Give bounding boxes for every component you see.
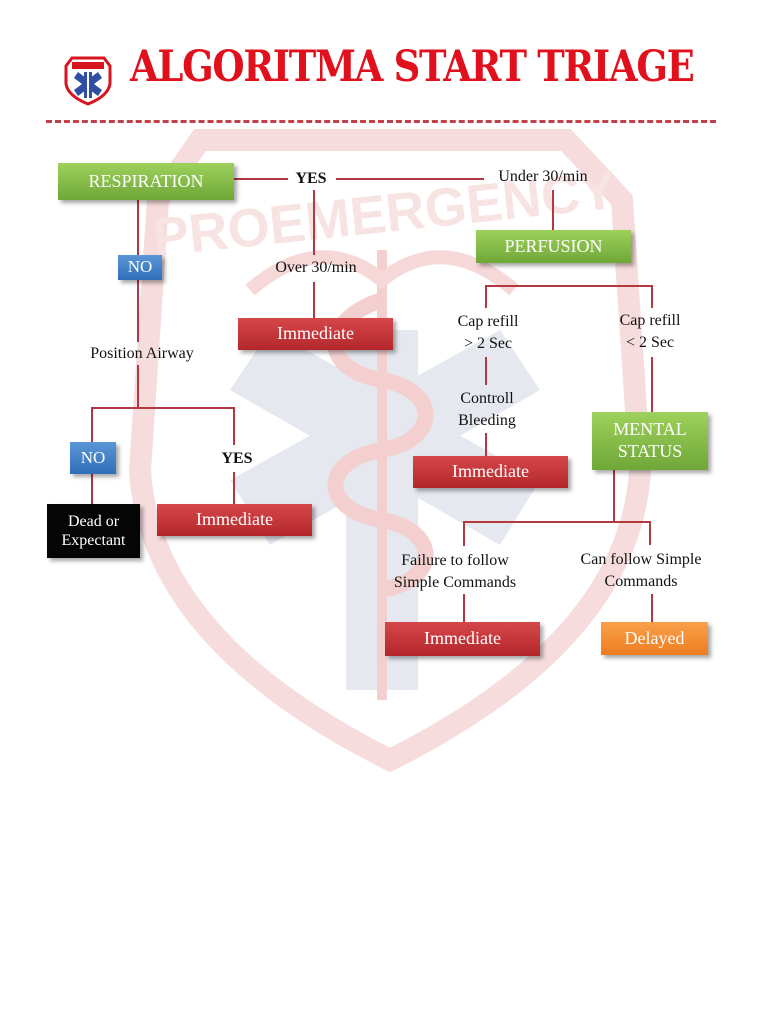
- page-title: ALGORITMA START TRIAGE: [130, 42, 695, 92]
- failure-to-follow-text: Failure to follow Simple Commands: [393, 552, 517, 591]
- perfusion-box: PERFUSION: [476, 230, 631, 263]
- respiration-box: RESPIRATION: [58, 163, 234, 200]
- yes-label-respiration: YES: [295, 170, 327, 187]
- pro-emergency-logo-icon: [64, 56, 112, 106]
- title-divider: [46, 120, 716, 123]
- no-label: NO: [127, 257, 153, 277]
- controll-bleeding-label: Controll Bleeding: [458, 388, 516, 432]
- immediate-box-failure: Immediate: [385, 622, 540, 656]
- perfusion-label: PERFUSION: [504, 235, 603, 256]
- controll-bleeding-text: Controll Bleeding: [458, 390, 516, 429]
- immediate-box-airway-yes: Immediate: [157, 504, 312, 536]
- no-box-airway: NO: [70, 442, 116, 474]
- can-follow-label: Can follow Simple Commands: [581, 549, 702, 593]
- immediate-label: Immediate: [277, 323, 354, 344]
- failure-to-follow-label: Failure to follow Simple Commands: [394, 550, 516, 594]
- immediate-label: Immediate: [452, 461, 529, 482]
- no-box-respiration: NO: [118, 255, 162, 280]
- yes-label-airway: YES: [221, 450, 253, 467]
- immediate-box-cap-refill: Immediate: [413, 456, 568, 488]
- over-30-label: Over 30/min: [275, 259, 357, 276]
- delayed-label: Delayed: [624, 627, 685, 648]
- dead-or-expectant-box: Dead or Expectant: [47, 504, 140, 558]
- position-airway-label: Position Airway: [90, 345, 194, 362]
- no-label: NO: [80, 447, 106, 467]
- respiration-label: RESPIRATION: [88, 170, 204, 191]
- under-30-label: Under 30/min: [498, 168, 588, 185]
- cap-refill-gt-text: Cap refill > 2 Sec: [457, 313, 519, 352]
- cap-refill-gt-label: Cap refill > 2 Sec: [458, 311, 519, 355]
- mental-status-box: MENTAL STATUS: [592, 412, 708, 470]
- mental-status-label: MENTAL STATUS: [613, 419, 687, 461]
- immediate-label: Immediate: [196, 509, 273, 530]
- immediate-label: Immediate: [424, 628, 501, 649]
- immediate-box-over-30: Immediate: [238, 318, 393, 350]
- dead-or-expectant-label: Dead or Expectant: [61, 512, 126, 549]
- cap-refill-lt-label: Cap refill < 2 Sec: [620, 310, 681, 354]
- cap-refill-lt-text: Cap refill < 2 Sec: [619, 312, 681, 351]
- can-follow-text: Can follow Simple Commands: [580, 551, 702, 590]
- delayed-box: Delayed: [601, 622, 708, 655]
